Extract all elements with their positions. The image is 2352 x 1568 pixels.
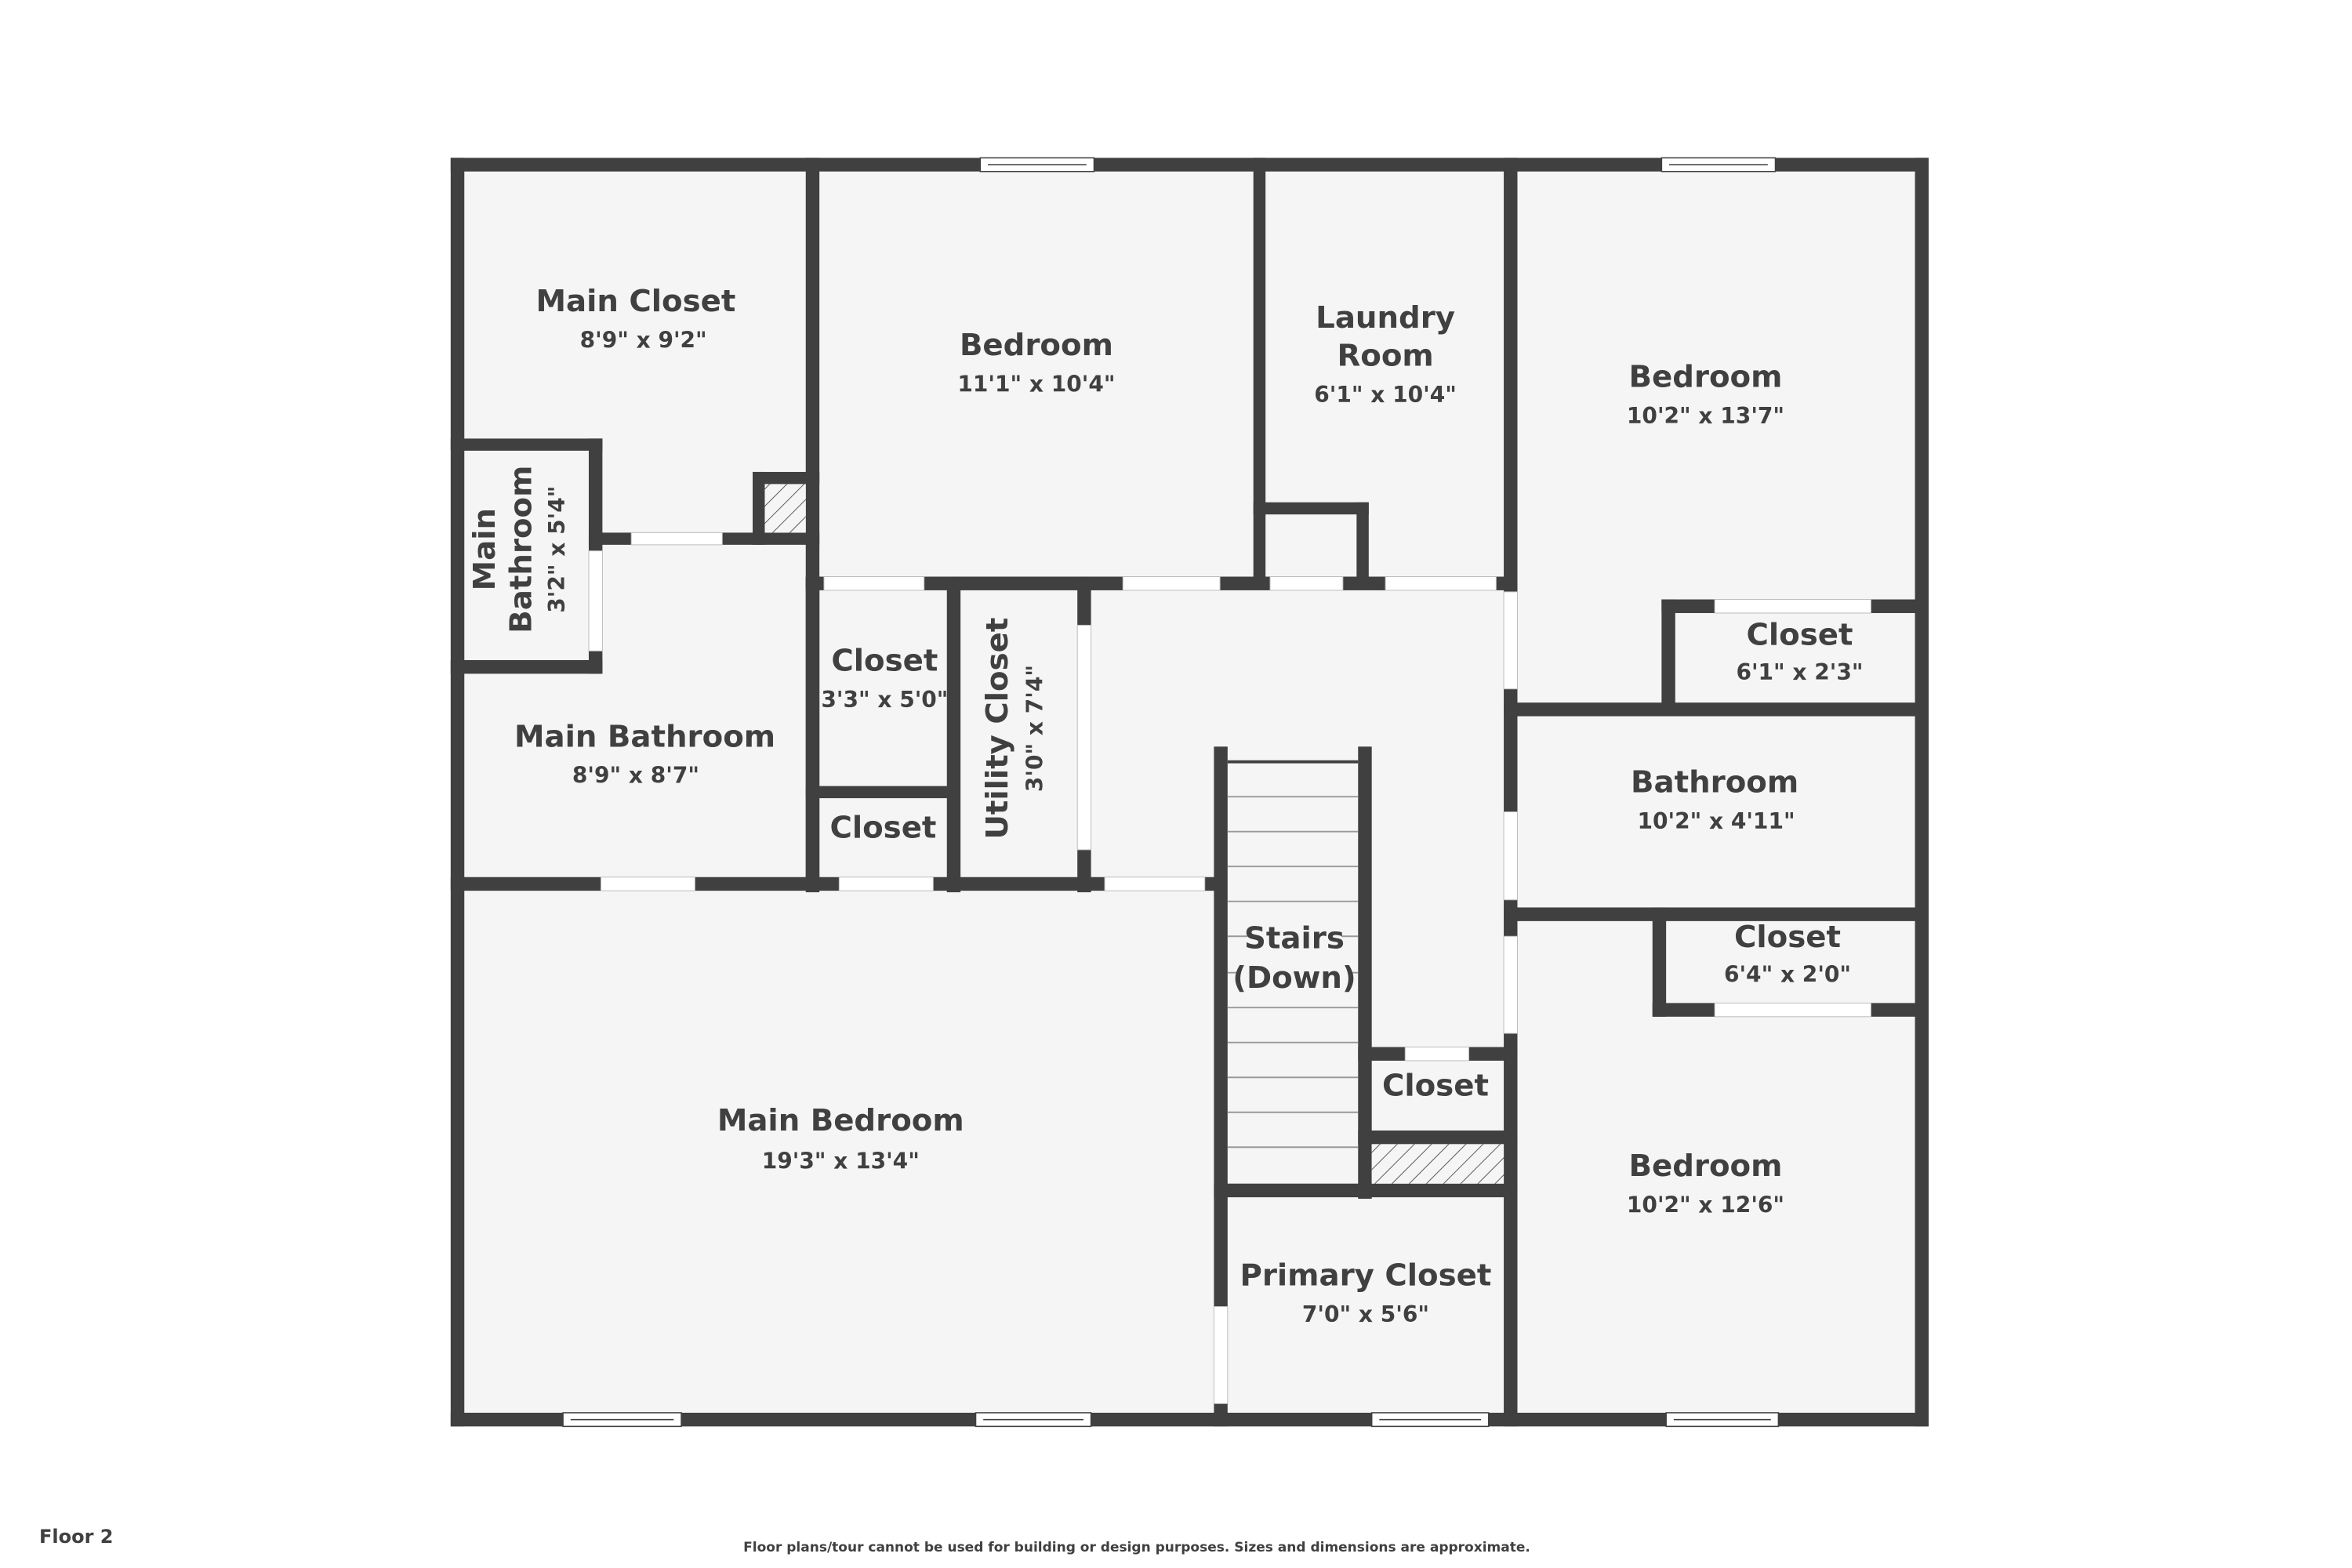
room-name: Bathroom <box>1631 764 1798 800</box>
room-bedroom-bottom-right: Bedroom 10'2" x 12'6" <box>1627 1149 1784 1218</box>
room-dims: 19'3" x 13'4" <box>762 1148 920 1174</box>
disclaimer-text: Floor plans/tour cannot be used for buil… <box>0 1540 2352 1555</box>
window-primary-closet <box>1370 1412 1490 1428</box>
window-main-bedroom-2 <box>975 1412 1092 1428</box>
room-dims: 6'1" x 2'3" <box>1736 659 1863 685</box>
room-dims: 6'4" x 2'0" <box>1724 961 1851 987</box>
room-bathroom: Bathroom 10'2" x 4'11" <box>1631 764 1798 833</box>
room-dims: 6'1" x 10'4" <box>1314 382 1457 408</box>
door-openings <box>588 532 1871 1404</box>
room-name: Main Closet <box>536 284 736 319</box>
room-name: Closet <box>1746 618 1853 653</box>
window-bedroom-bottom-right <box>1665 1412 1780 1428</box>
chase-hatch <box>764 484 806 533</box>
room-name: Main Bedroom <box>717 1103 964 1138</box>
room-dims: 10'2" x 13'7" <box>1627 403 1784 429</box>
room-main-bathroom-small: Main Bathroom 3'2" x 5'4" <box>467 466 570 633</box>
floor-area <box>450 158 1929 1427</box>
room-name: Closet <box>1382 1068 1489 1103</box>
room-closet-right-upper: Closet 6'1" x 2'3" <box>1736 618 1863 686</box>
room-name: Utility Closet <box>980 618 1015 840</box>
room-dims: 10'2" x 4'11" <box>1637 808 1795 834</box>
room-bedroom-top-right: Bedroom 10'2" x 13'7" <box>1627 360 1784 429</box>
room-name-line1: Stairs <box>1244 921 1345 956</box>
room-stairs: Stairs (Down) <box>1232 916 1356 996</box>
room-main-bathroom: Main Bathroom 8'9" x 8'7" <box>514 719 775 788</box>
disclaimer-content: Floor plans/tour cannot be used for buil… <box>743 1540 1530 1555</box>
room-dims: 3'2" x 5'4" <box>544 486 570 613</box>
room-name-line1: Laundry <box>1316 300 1455 336</box>
room-name-line2: Room <box>1337 338 1433 373</box>
room-main-closet: Main Closet 8'9" x 9'2" <box>536 284 736 353</box>
room-dims: 8'9" x 9'2" <box>580 327 707 353</box>
room-bedroom-top-center: Bedroom 11'1" x 10'4" <box>957 328 1115 397</box>
room-closet-hall: Closet <box>1382 1068 1489 1103</box>
room-name: Closet <box>1734 920 1841 955</box>
room-name-line2: Bathroom <box>503 466 539 633</box>
window-bedroom-top <box>979 157 1095 172</box>
windows <box>562 157 1780 1428</box>
floor-label: Floor 2 <box>39 1526 114 1548</box>
room-name: Closet <box>829 810 936 845</box>
room-dims: 8'9" x 8'7" <box>572 763 699 789</box>
room-closet-a: Closet 3'3" x 5'0" <box>821 644 948 713</box>
room-name: Bedroom <box>1628 1149 1782 1184</box>
room-name: Bedroom <box>960 328 1113 363</box>
room-dims: 7'0" x 5'6" <box>1302 1301 1429 1327</box>
room-main-bedroom: Main Bedroom 19'3" x 13'4" <box>717 1103 964 1174</box>
room-name-line2: (Down) <box>1232 960 1356 996</box>
room-dims: 3'0" x 7'4" <box>1022 665 1048 792</box>
room-name-line1: Main <box>467 508 503 590</box>
room-utility-closet: Utility Closet 3'0" x 7'4" <box>980 618 1048 840</box>
room-name: Bedroom <box>1628 360 1782 395</box>
room-laundry: Laundry Room 6'1" x 10'4" <box>1314 300 1457 408</box>
room-dims: 3'3" x 5'0" <box>821 687 948 713</box>
room-primary-closet: Primary Closet 7'0" x 5'6" <box>1240 1258 1491 1327</box>
room-dims: 11'1" x 10'4" <box>957 371 1115 397</box>
window-bedroom-top-right <box>1661 157 1777 172</box>
room-name: Primary Closet <box>1240 1258 1491 1293</box>
chase-hatch <box>1371 1144 1504 1184</box>
room-closet-b: Closet <box>829 810 936 845</box>
window-main-bedroom-1 <box>562 1412 682 1428</box>
room-closet-right-lower: Closet 6'4" x 2'0" <box>1724 920 1851 988</box>
room-name: Closet <box>831 644 938 679</box>
room-dims: 10'2" x 12'6" <box>1627 1192 1784 1218</box>
room-name: Main Bathroom <box>514 719 775 754</box>
